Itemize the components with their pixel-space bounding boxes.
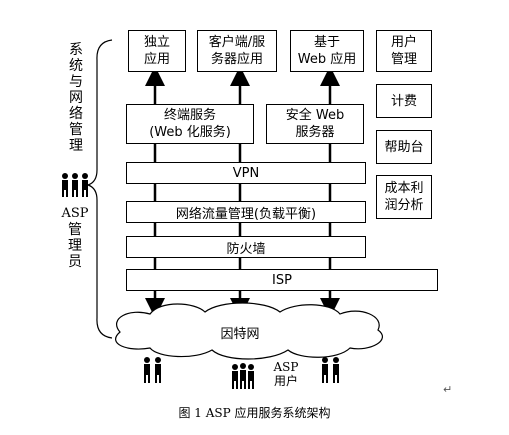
vchar: 员 [68,254,82,270]
vpn-label: VPN [232,165,260,181]
vchar: ASP [61,206,89,221]
secure-web-server-box: 安全 Web 服务器 [266,104,364,144]
vchar: 网 [69,90,83,106]
asp-users-label: ASP 用户 [258,360,314,388]
terminal-service-box: 终端服务 (Web 化服务) [126,104,254,144]
billing-box: 计费 [376,84,432,118]
app-standalone-line2: 应用 [143,52,170,67]
user-group-icon-left [144,357,161,383]
isp-label: ISP [272,272,292,288]
app-web-based: 基于 Web 应用 [290,30,364,72]
cost-profit-line2: 润分析 [384,198,424,213]
vchar: 与 [69,74,83,90]
user-management-line1: 用户 [390,35,417,50]
cost-profit-box: 成本利 润分析 [376,175,432,219]
helpdesk-box: 帮助台 [376,130,432,164]
helpdesk-label: 帮助台 [384,139,424,155]
paragraph-return-mark: ↵ [443,383,453,396]
secure-web-server-line1: 安全 Web [285,108,345,123]
firewall-label: 防火墙 [226,241,266,257]
secure-web-server-line2: 服务器 [295,125,335,140]
system-network-mgmt-label: 系 统 与 网 络 管 理 [66,42,86,154]
app-standalone: 独立 应用 [128,30,186,72]
asp-admin-label: ASP 管 理 员 [58,206,92,270]
load-balance-label: 网络流量管理(负载平衡) [175,206,317,222]
user-group-icon-middle [232,363,254,389]
vchar: 理 [69,138,83,154]
app-client-server-line1: 客户端/服 [208,35,266,50]
load-balance-layer: 网络流量管理(负载平衡) [126,201,366,223]
app-standalone-line1: 独立 [143,35,170,50]
admin-people-icon [62,173,88,197]
internet-label: 因特网 [220,327,260,342]
app-web-based-line1: 基于 [313,35,340,50]
left-brace [86,39,113,339]
asp-users-line1: ASP [273,360,299,374]
app-client-server: 客户端/服 务器应用 [197,30,277,72]
billing-label: 计费 [390,93,417,109]
vchar: 系 [69,42,83,58]
terminal-service-line1: 终端服务 [163,108,216,123]
app-web-based-line2: Web 应用 [297,52,357,67]
terminal-service-line2: (Web 化服务) [149,125,231,140]
app-client-server-line2: 务器应用 [210,52,263,67]
vchar: 络 [69,106,83,122]
user-group-icon-right [322,357,339,383]
vpn-layer: VPN [126,162,366,184]
vchar: 统 [69,58,83,74]
vchar: 理 [68,238,82,254]
figure-caption: 图 1 ASP 应用服务系统架构 [178,406,331,420]
firewall-layer: 防火墙 [126,236,366,258]
cost-profit-line1: 成本利 [384,181,424,196]
isp-layer: ISP [126,269,438,291]
asp-users-line2: 用户 [273,374,298,388]
user-management-line2: 管理 [390,52,417,67]
vchar: 管 [68,222,82,238]
user-management-box: 用户 管理 [376,30,432,72]
vchar: 管 [69,122,83,138]
internet-cloud [115,302,383,360]
